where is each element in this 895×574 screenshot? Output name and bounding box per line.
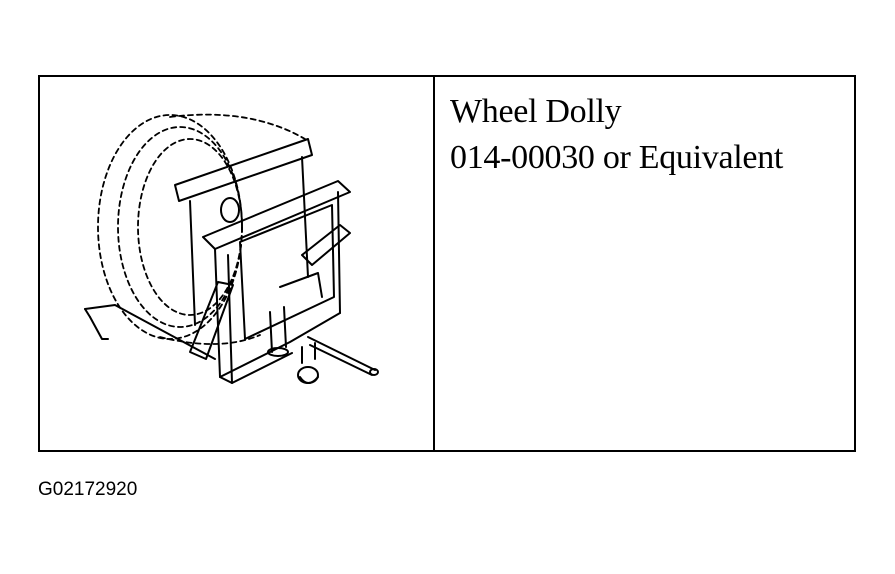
tool-caption: Wheel Dolly 014-00030 or Equivalent — [450, 89, 860, 181]
tool-title: Wheel Dolly — [450, 93, 622, 130]
tool-part-number: 014-00030 or Equivalent — [450, 139, 784, 176]
tool-table: Wheel Dolly 014-00030 or Equivalent — [38, 75, 856, 452]
wheel-dolly-illustration — [40, 77, 433, 450]
column-divider — [433, 77, 435, 450]
figure-id: G02172920 — [38, 479, 138, 500]
